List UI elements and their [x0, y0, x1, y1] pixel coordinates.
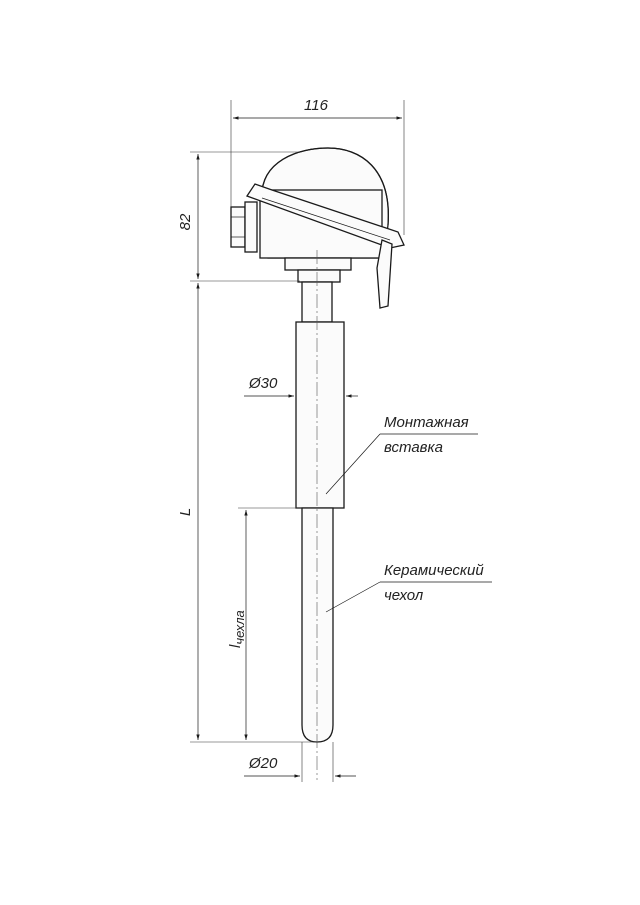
- dim-length: L: [177, 283, 318, 743]
- callout-sheath: Керамический чехол: [325, 562, 492, 613]
- connection-head: [230, 147, 405, 309]
- callout-insert-line1: Монтажная: [384, 414, 469, 431]
- dim-sheath-diameter-label: Ø20: [248, 755, 278, 772]
- dim-head-height: 82: [177, 151, 300, 282]
- dim-insert-diameter-label: Ø30: [248, 375, 278, 392]
- callout-sheath-line2: чехол: [384, 587, 424, 604]
- dim-insert-diameter: Ø30: [244, 375, 358, 398]
- cable-gland: [230, 206, 246, 248]
- dim-sheath-length-main: l: [227, 644, 244, 648]
- dim-width: 116: [230, 97, 405, 235]
- dim-head-height-label: 82: [177, 213, 194, 230]
- dim-sheath-diameter: Ø20: [244, 742, 356, 782]
- svg-text:lчехла: lчехла: [227, 610, 247, 648]
- dim-sheath-length-sub: чехла: [232, 610, 247, 644]
- callout-insert: Монтажная вставка: [325, 414, 478, 495]
- insert-tube: [295, 321, 345, 509]
- clamp-lever: [376, 239, 393, 309]
- dim-sheath-length: lчехла: [227, 507, 302, 740]
- dim-width-label: 116: [304, 97, 329, 114]
- callout-sheath-line1: Керамический: [384, 562, 484, 579]
- callout-insert-line2: вставка: [384, 439, 443, 456]
- ceramic-sheath: [301, 507, 334, 743]
- dim-length-label: L: [177, 508, 194, 516]
